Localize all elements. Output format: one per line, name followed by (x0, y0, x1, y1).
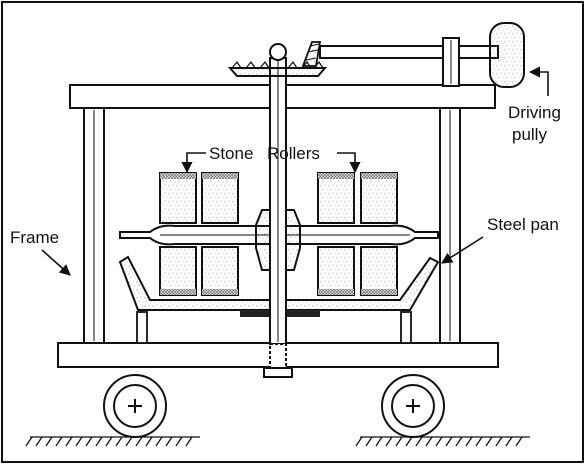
label-frame: Frame (10, 228, 59, 247)
label-pully: pully (512, 125, 547, 144)
wheel-left (103, 374, 167, 438)
label-rollers: Rollers (267, 144, 320, 163)
driving-pulley (489, 22, 525, 88)
ground-hatching (25, 436, 530, 447)
roller-outer-left (159, 172, 197, 296)
roller-inner-left (201, 172, 239, 296)
wheel-right (381, 374, 445, 438)
label-stone: Stone (209, 144, 253, 163)
bevel-gear (227, 41, 328, 77)
roller-outer-right (360, 172, 398, 296)
drive-shaft (319, 37, 499, 87)
label-leaders (41, 66, 549, 276)
roller-inner-right (317, 172, 355, 296)
pan-supports (136, 311, 412, 344)
vertical-shaft (263, 57, 293, 378)
roller-stones (159, 172, 398, 296)
label-steel-pan: Steel pan (487, 215, 559, 234)
label-driving: Driving (508, 103, 561, 122)
